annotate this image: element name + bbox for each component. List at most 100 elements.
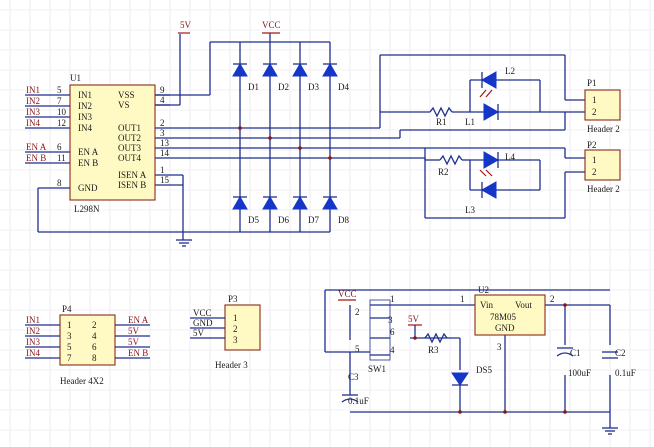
u2-pin-gnd: 3 bbox=[497, 342, 502, 352]
diode-d3 bbox=[292, 63, 308, 77]
sw1-pin-4: 4 bbox=[390, 345, 395, 355]
regulator-section bbox=[324, 289, 618, 435]
p4-pin-r-2: 6 bbox=[92, 342, 97, 352]
regulator-power-labels: VCC 5V bbox=[338, 289, 420, 324]
diode-label-d3: D3 bbox=[308, 82, 319, 92]
led-l4: L4 bbox=[483, 151, 515, 169]
resistor-r3: R3 bbox=[424, 332, 448, 355]
p4-net-r-1: 5V bbox=[128, 326, 140, 336]
power-5v-rail: 5V bbox=[178, 20, 192, 105]
diode-d1 bbox=[232, 63, 248, 77]
u1-right-pins bbox=[155, 94, 170, 106]
sw1-pin-2: 2 bbox=[355, 307, 360, 317]
p3-net-5v: 5V bbox=[193, 328, 205, 338]
p3-desc: Header 3 bbox=[215, 360, 248, 370]
diode-label-d4: D4 bbox=[338, 82, 349, 92]
u1-pin-num-r-1: 4 bbox=[160, 95, 165, 105]
p2-ref: P2 bbox=[587, 140, 597, 150]
capacitor-c1: C1 100uF bbox=[556, 347, 591, 378]
p4-pin-r-1: 4 bbox=[92, 331, 97, 341]
u1-pin-num-5: 11 bbox=[57, 153, 66, 163]
p2-desc: Header 2 bbox=[587, 184, 620, 194]
header-p1: 1 2 P1 Header 2 bbox=[584, 78, 621, 134]
p4-net-l-0: IN1 bbox=[26, 315, 40, 325]
p3-net-gnd: GND bbox=[193, 318, 213, 328]
sw1-pin-5: 5 bbox=[355, 344, 360, 354]
u1-pin-num-3: 12 bbox=[57, 118, 66, 128]
u1-pin-num-r-2: 2 bbox=[160, 118, 165, 128]
diode-d5 bbox=[232, 196, 248, 210]
u1-pin-name-0: IN1 bbox=[78, 90, 92, 100]
resistor-r1: R1 bbox=[429, 106, 470, 127]
header-p2: 1 2 P2 Header 2 bbox=[584, 140, 621, 194]
led-l3: L3 bbox=[465, 169, 497, 215]
u2-vin: Vin bbox=[480, 300, 493, 310]
sw1-pin-1: 1 bbox=[390, 294, 395, 304]
regulator-u2: U2 Vin Vout 78M05 GND 1 2 3 bbox=[460, 285, 555, 352]
u1-pin-name-4: EN A bbox=[78, 147, 99, 157]
p1-ref: P1 bbox=[587, 78, 597, 88]
u1-pin-num-r-3: 3 bbox=[160, 128, 165, 138]
resistor-r2: R2 bbox=[438, 154, 470, 177]
reg-5v-label: 5V bbox=[408, 314, 420, 324]
u1-pin-name-5: EN B bbox=[78, 158, 98, 168]
p3-pin-3: 3 bbox=[233, 335, 238, 345]
c1-value: 100uF bbox=[568, 368, 591, 378]
p1-desc: Header 2 bbox=[587, 124, 620, 134]
led-ds5: DS5 bbox=[451, 365, 493, 386]
capacitor-c3: C3 0.1uF bbox=[341, 372, 369, 406]
switch-sw1: 1 2 3 6 5 4 SW1 bbox=[355, 294, 395, 374]
u2-gnd: GND bbox=[495, 323, 515, 333]
u2-pin-in: 1 bbox=[460, 294, 465, 304]
p4-pin-l-1: 3 bbox=[67, 331, 72, 341]
u1-pin-num-1: 7 bbox=[57, 96, 62, 106]
u1-pin-name-1: IN2 bbox=[78, 101, 92, 111]
u1-ref: U1 bbox=[70, 73, 81, 83]
u1-net-5: EN B bbox=[26, 153, 46, 163]
u1-net-3: IN4 bbox=[26, 118, 40, 128]
u2-pin-out: 2 bbox=[550, 294, 555, 304]
diode-label-d1: D1 bbox=[248, 82, 259, 92]
p4-net-r-3: EN B bbox=[128, 348, 148, 358]
c3-value: 0.1uF bbox=[348, 396, 369, 406]
led-l1-label: L1 bbox=[465, 117, 475, 127]
sw1-ref: SW1 bbox=[368, 364, 386, 374]
power-vcc-rail: VCC bbox=[262, 20, 281, 42]
u1-pin-name-r-5: OUT4 bbox=[118, 153, 141, 163]
p4-pin-r-0: 2 bbox=[92, 320, 97, 330]
u1-left-pins bbox=[25, 94, 70, 189]
u2-vout: Vout bbox=[515, 300, 532, 310]
p4-pin-l-0: 1 bbox=[67, 320, 72, 330]
p2-pin-1: 1 bbox=[592, 155, 597, 165]
r3-label: R3 bbox=[428, 345, 439, 355]
diode-d8 bbox=[322, 196, 338, 210]
p3-pin-1: 1 bbox=[233, 313, 238, 323]
u1-pin-num-0: 5 bbox=[57, 85, 62, 95]
u1-net-1: IN2 bbox=[26, 96, 40, 106]
diode-d6 bbox=[262, 196, 278, 210]
u2-name: 78M05 bbox=[490, 312, 517, 322]
diode-d7 bbox=[292, 196, 308, 210]
p2-pin-2: 2 bbox=[592, 167, 597, 177]
header-p3: P3 1 2 3 VCC GND 5V Header 3 bbox=[190, 294, 261, 370]
led-l1: L1 bbox=[465, 103, 500, 127]
led-l4-label: L4 bbox=[505, 152, 515, 162]
u1-pin-num-2: 10 bbox=[57, 107, 67, 117]
u1-pin-name-r-0: VSS bbox=[118, 90, 135, 100]
p4-pin-l-3: 7 bbox=[67, 353, 72, 363]
u1-pin-num-r-4: 13 bbox=[160, 138, 170, 148]
p1-pin-1: 1 bbox=[592, 95, 597, 105]
u1-pin-name-r-2: OUT1 bbox=[118, 123, 141, 133]
p4-pin-l-2: 5 bbox=[67, 342, 72, 352]
p3-pin-2: 2 bbox=[233, 324, 238, 334]
u1-pin-name-r-7: ISEN B bbox=[118, 180, 146, 190]
p4-desc: Header 4X2 bbox=[60, 376, 104, 386]
u1-pin-name-3: IN4 bbox=[78, 123, 92, 133]
diode-label-d5: D5 bbox=[248, 215, 259, 225]
p3-ref: P3 bbox=[228, 294, 238, 304]
u1-pin-name-r-6: ISEN A bbox=[118, 170, 147, 180]
p1-pin-2: 2 bbox=[592, 107, 597, 117]
u1-pin-name-r-3: OUT2 bbox=[118, 133, 141, 143]
